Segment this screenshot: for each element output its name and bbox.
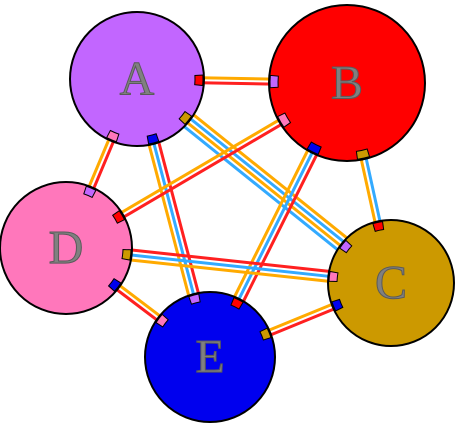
- nodes-layer: A B C D E: [0, 4, 455, 423]
- edge-B-E-strand-2: [231, 146, 311, 301]
- node-A-tab-C: [178, 110, 193, 126]
- edge-C-D-strand-1: [127, 253, 333, 279]
- node-A-label: A: [120, 53, 155, 106]
- edge-A-B-strand-1: [199, 81, 273, 86]
- node-D-tab-A: [83, 185, 97, 199]
- node-C-circle: [327, 219, 455, 347]
- edge-A-E-strand-0: [156, 138, 201, 298]
- node-D-label: D: [49, 222, 84, 275]
- node-B-tab-D: [277, 112, 292, 128]
- node-E-tab-A: [188, 293, 201, 305]
- edge-A-E: [146, 138, 201, 300]
- edge-A-D-strand-1: [86, 135, 112, 191]
- edge-A-D-strand-0: [90, 137, 117, 193]
- node-B-tab-C: [355, 148, 371, 160]
- edge-A-B-strand-0: [200, 76, 274, 81]
- edge-A-B: [199, 76, 274, 86]
- edge-A-C: [180, 111, 351, 254]
- node-E: E: [144, 291, 276, 423]
- node-E-label: E: [195, 331, 224, 384]
- edge-B-D-strand-0: [119, 121, 286, 221]
- node-B-circle: [268, 4, 426, 162]
- edge-C-D: [126, 248, 334, 284]
- edge-D-E: [113, 282, 164, 324]
- edge-B-D: [117, 117, 286, 221]
- edge-A-C-strand-3: [180, 123, 342, 254]
- edge-C-E-strand-1: [264, 301, 337, 333]
- node-A-tab-D: [105, 129, 120, 143]
- node-E-tab-D: [155, 313, 169, 328]
- node-B-tab-E: [306, 141, 322, 156]
- node-E-tab-B: [230, 297, 244, 310]
- edge-B-E-strand-1: [235, 148, 316, 304]
- node-C-tab-D: [328, 270, 339, 283]
- node-C-label: C: [375, 257, 407, 310]
- node-D-tab-C: [121, 249, 132, 261]
- node-B-label: B: [331, 57, 363, 110]
- edge-A-D: [86, 135, 117, 193]
- node-A: A: [69, 11, 205, 147]
- edge-B-C: [358, 154, 383, 227]
- edges-layer: [86, 76, 383, 338]
- edge-C-D-strand-2: [128, 248, 334, 274]
- node-D-tab-E: [107, 277, 122, 292]
- edge-B-C-strand-0: [363, 154, 383, 226]
- node-A-circle: [69, 11, 205, 147]
- node-E-circle: [144, 291, 276, 423]
- edge-B-E: [231, 146, 320, 306]
- edge-A-C-strand-0: [189, 111, 351, 242]
- node-D-circle: [0, 181, 133, 315]
- node-D-tab-B: [111, 210, 126, 224]
- edge-C-D-strand-0: [126, 258, 332, 284]
- node-C-tab-A: [339, 239, 353, 254]
- edge-A-C-strand-1: [186, 115, 348, 246]
- node-C: C: [327, 219, 455, 347]
- edge-A-C-strand-2: [183, 119, 345, 250]
- edge-D-E-strand-1: [113, 286, 161, 324]
- node-B-tab-A: [269, 74, 279, 89]
- edge-C-E: [264, 301, 338, 338]
- node-A-tab-B: [194, 74, 204, 87]
- node-D: D: [0, 181, 133, 315]
- edge-B-E-strand-0: [240, 150, 320, 306]
- node-A-tab-E: [146, 133, 160, 145]
- edge-B-D-strand-1: [117, 117, 283, 216]
- edge-D-E-strand-0: [116, 282, 164, 320]
- edge-B-C-strand-1: [358, 155, 378, 227]
- edge-A-E-strand-1: [151, 139, 196, 299]
- node-C-tab-B: [372, 221, 385, 232]
- node-B: B: [268, 4, 426, 162]
- node-E-tab-C: [259, 327, 272, 341]
- edge-A-E-strand-2: [146, 140, 192, 300]
- edge-C-E-strand-0: [266, 306, 338, 338]
- node-C-tab-E: [331, 298, 344, 312]
